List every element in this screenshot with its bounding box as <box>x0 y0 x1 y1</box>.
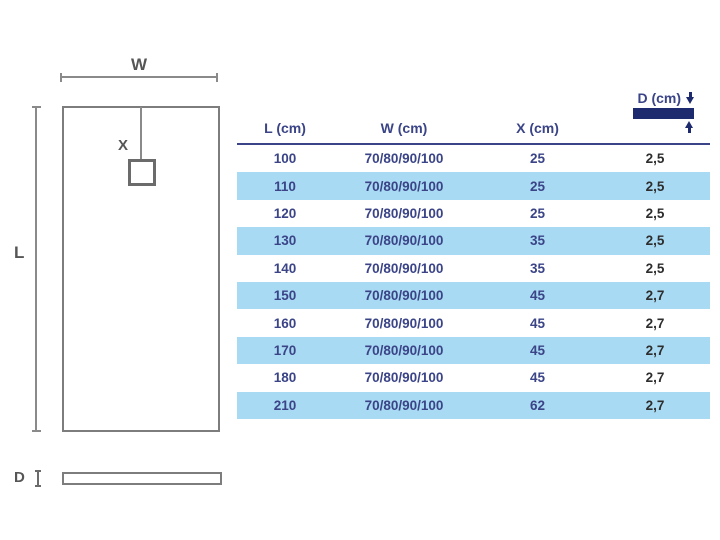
table-row: 150 70/80/90/100 45 2,7 <box>237 281 710 310</box>
cell-depth: 2,7 <box>645 370 665 386</box>
width-dimension-line <box>60 72 218 82</box>
depth-column-header-label: D (cm) <box>637 90 681 106</box>
cell-width: 70/80/90/100 <box>364 260 444 276</box>
cell-depth: 2,5 <box>645 151 665 167</box>
cell-drain-offset: 25 <box>529 205 546 221</box>
cell-drain-offset: 45 <box>529 315 546 331</box>
cell-depth: 2,7 <box>645 288 665 304</box>
cell-drain-offset: 45 <box>529 342 546 358</box>
cell-depth: 2,5 <box>645 178 665 194</box>
depth-dimension-marker <box>34 470 42 487</box>
table-row: 100 70/80/90/100 25 2,5 <box>237 145 710 172</box>
cell-length: 140 <box>273 260 297 276</box>
cell-length: 180 <box>273 370 297 386</box>
cell-depth: 2,7 <box>645 342 665 358</box>
drain-offset-line <box>140 107 142 173</box>
cell-depth: 2,5 <box>645 233 665 249</box>
cell-width: 70/80/90/100 <box>364 205 444 221</box>
cell-length: 100 <box>273 151 297 167</box>
cell-width: 70/80/90/100 <box>364 151 444 167</box>
cell-depth: 2,5 <box>645 205 665 221</box>
cell-drain-offset: 25 <box>529 151 546 167</box>
cell-length: 160 <box>273 315 297 331</box>
cell-width: 70/80/90/100 <box>364 370 444 386</box>
cell-length: 120 <box>273 205 297 221</box>
cell-length: 210 <box>273 397 297 413</box>
cell-drain-offset: 45 <box>529 288 546 304</box>
cell-depth: 2,7 <box>645 397 665 413</box>
arrow-down-icon <box>686 92 694 104</box>
cell-drain-offset: 25 <box>529 178 546 194</box>
length-dimension-line <box>31 106 41 432</box>
table-row: 160 70/80/90/100 45 2,7 <box>237 309 710 336</box>
cell-depth: 2,5 <box>645 260 665 276</box>
width-label: W <box>130 55 148 74</box>
table-row: 180 70/80/90/100 45 2,7 <box>237 364 710 391</box>
drain-offset-label: X <box>118 137 129 154</box>
cell-length: 110 <box>274 178 296 194</box>
table-row: 110 70/80/90/100 25 2,5 <box>237 172 710 200</box>
cell-width: 70/80/90/100 <box>364 397 444 413</box>
dimensions-table: D (cm) L (cm) W (cm) X (cm) 100 70/80/90… <box>237 88 710 419</box>
cell-drain-offset: 45 <box>529 370 546 386</box>
table-row: 170 70/80/90/100 45 2,7 <box>237 336 710 365</box>
column-header-drain-offset: X (cm) <box>516 120 559 136</box>
cell-drain-offset: 35 <box>529 260 546 276</box>
cell-width: 70/80/90/100 <box>364 315 444 331</box>
cell-width: 70/80/90/100 <box>364 233 444 249</box>
tray-side-view <box>62 472 222 485</box>
column-header-length: L (cm) <box>264 120 306 136</box>
table-row: 120 70/80/90/100 25 2,5 <box>237 200 710 227</box>
table-row: 130 70/80/90/100 35 2,5 <box>237 227 710 255</box>
arrow-up-icon <box>685 121 693 133</box>
cell-depth: 2,7 <box>645 315 665 331</box>
cell-width: 70/80/90/100 <box>364 342 444 358</box>
column-header-depth-spacer <box>600 136 710 143</box>
cell-width: 70/80/90/100 <box>364 288 444 304</box>
depth-label: D <box>14 469 25 486</box>
table-body: 100 70/80/90/100 25 2,5 110 70/80/90/100… <box>237 145 710 419</box>
cell-width: 70/80/90/100 <box>364 178 444 194</box>
depth-bar <box>633 108 694 119</box>
length-label: L <box>14 243 25 262</box>
cell-length: 130 <box>273 233 297 249</box>
table-header-row: L (cm) W (cm) X (cm) <box>237 88 710 145</box>
column-header-width: W (cm) <box>380 120 428 136</box>
drain-square <box>128 159 156 186</box>
cell-drain-offset: 62 <box>529 397 546 413</box>
depth-column-header: D (cm) <box>633 90 694 133</box>
table-row: 140 70/80/90/100 35 2,5 <box>237 255 710 282</box>
cell-length: 150 <box>273 288 297 304</box>
cell-length: 170 <box>273 342 297 358</box>
cell-drain-offset: 35 <box>529 233 546 249</box>
table-row: 210 70/80/90/100 62 2,7 <box>237 391 710 419</box>
